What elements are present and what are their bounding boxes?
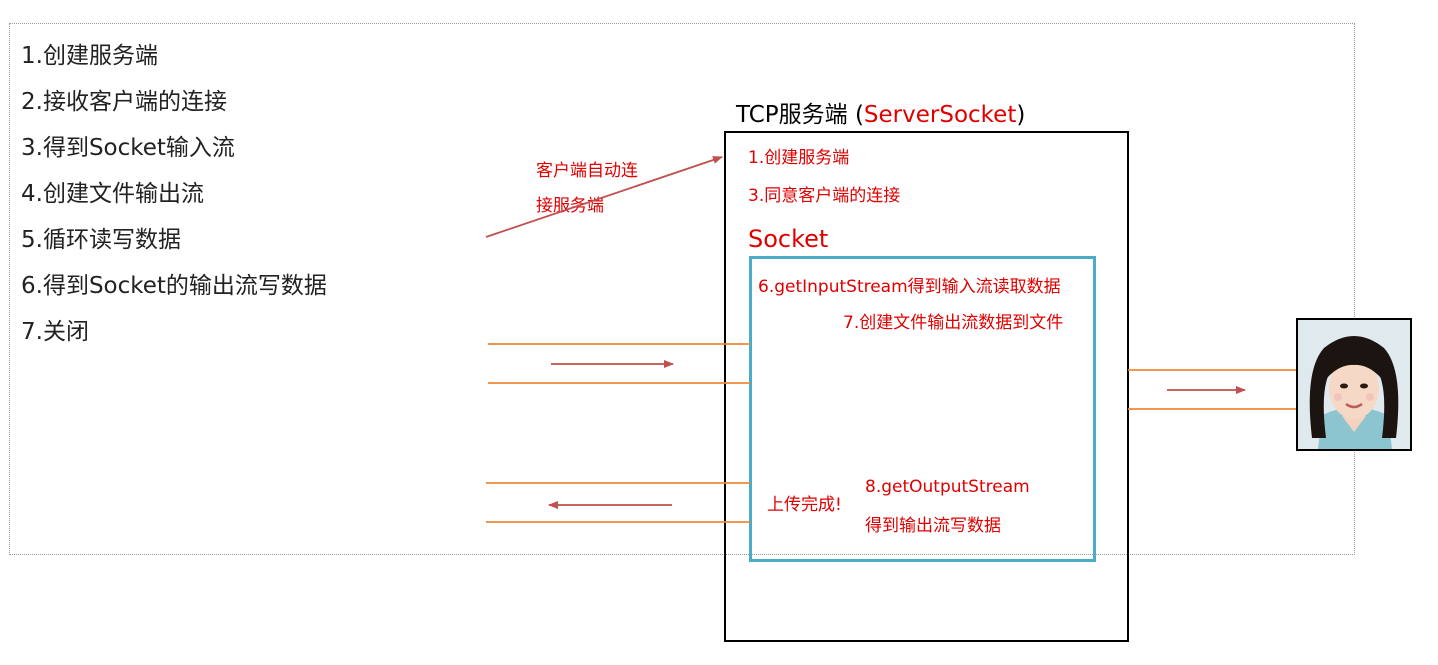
server-title-highlight: ServerSocket (863, 102, 1017, 128)
socket-box (749, 256, 1096, 562)
client-connect-arrow (485, 156, 723, 238)
socket-input-stream-note: 6.getInputStream得到输入流读取数据 (758, 277, 1061, 297)
portrait-illustration (1298, 320, 1410, 449)
server-box (724, 131, 1129, 642)
server-note-create: 1.创建服务端 (748, 148, 850, 168)
step-item: 5.循环读写数据 (21, 227, 181, 253)
socket-title: Socket (748, 225, 829, 253)
step-item: 3.得到Socket输入流 (21, 135, 235, 161)
step-item: 2.接收客户端的连接 (21, 89, 227, 115)
step-item: 1.创建服务端 (21, 43, 158, 69)
output-stream-note-line1: 8.getOutputStream (865, 477, 1030, 497)
socket-file-output-note: 7.创建文件输出流数据到文件 (843, 313, 1064, 333)
step-item: 4.创建文件输出流 (21, 181, 204, 207)
upload-done-note: 上传完成! (767, 495, 842, 515)
step-item: 6.得到Socket的输出流写数据 (21, 273, 327, 299)
client-connect-label-line2: 接服务端 (536, 196, 604, 216)
output-stream-note-line2: 得到输出流写数据 (865, 516, 1001, 536)
server-title-suffix: ) (1016, 102, 1026, 128)
server-title: TCP服务端 (ServerSocket) (736, 95, 1025, 129)
diagram-frame (9, 23, 1355, 555)
portrait-photo-icon (1296, 318, 1412, 451)
server-title-prefix: TCP服务端 ( (736, 102, 864, 128)
step-item: 7.关闭 (21, 319, 89, 345)
client-connect-label-line1: 客户端自动连 (536, 161, 638, 181)
server-note-accept: 3.同意客户端的连接 (748, 186, 901, 206)
